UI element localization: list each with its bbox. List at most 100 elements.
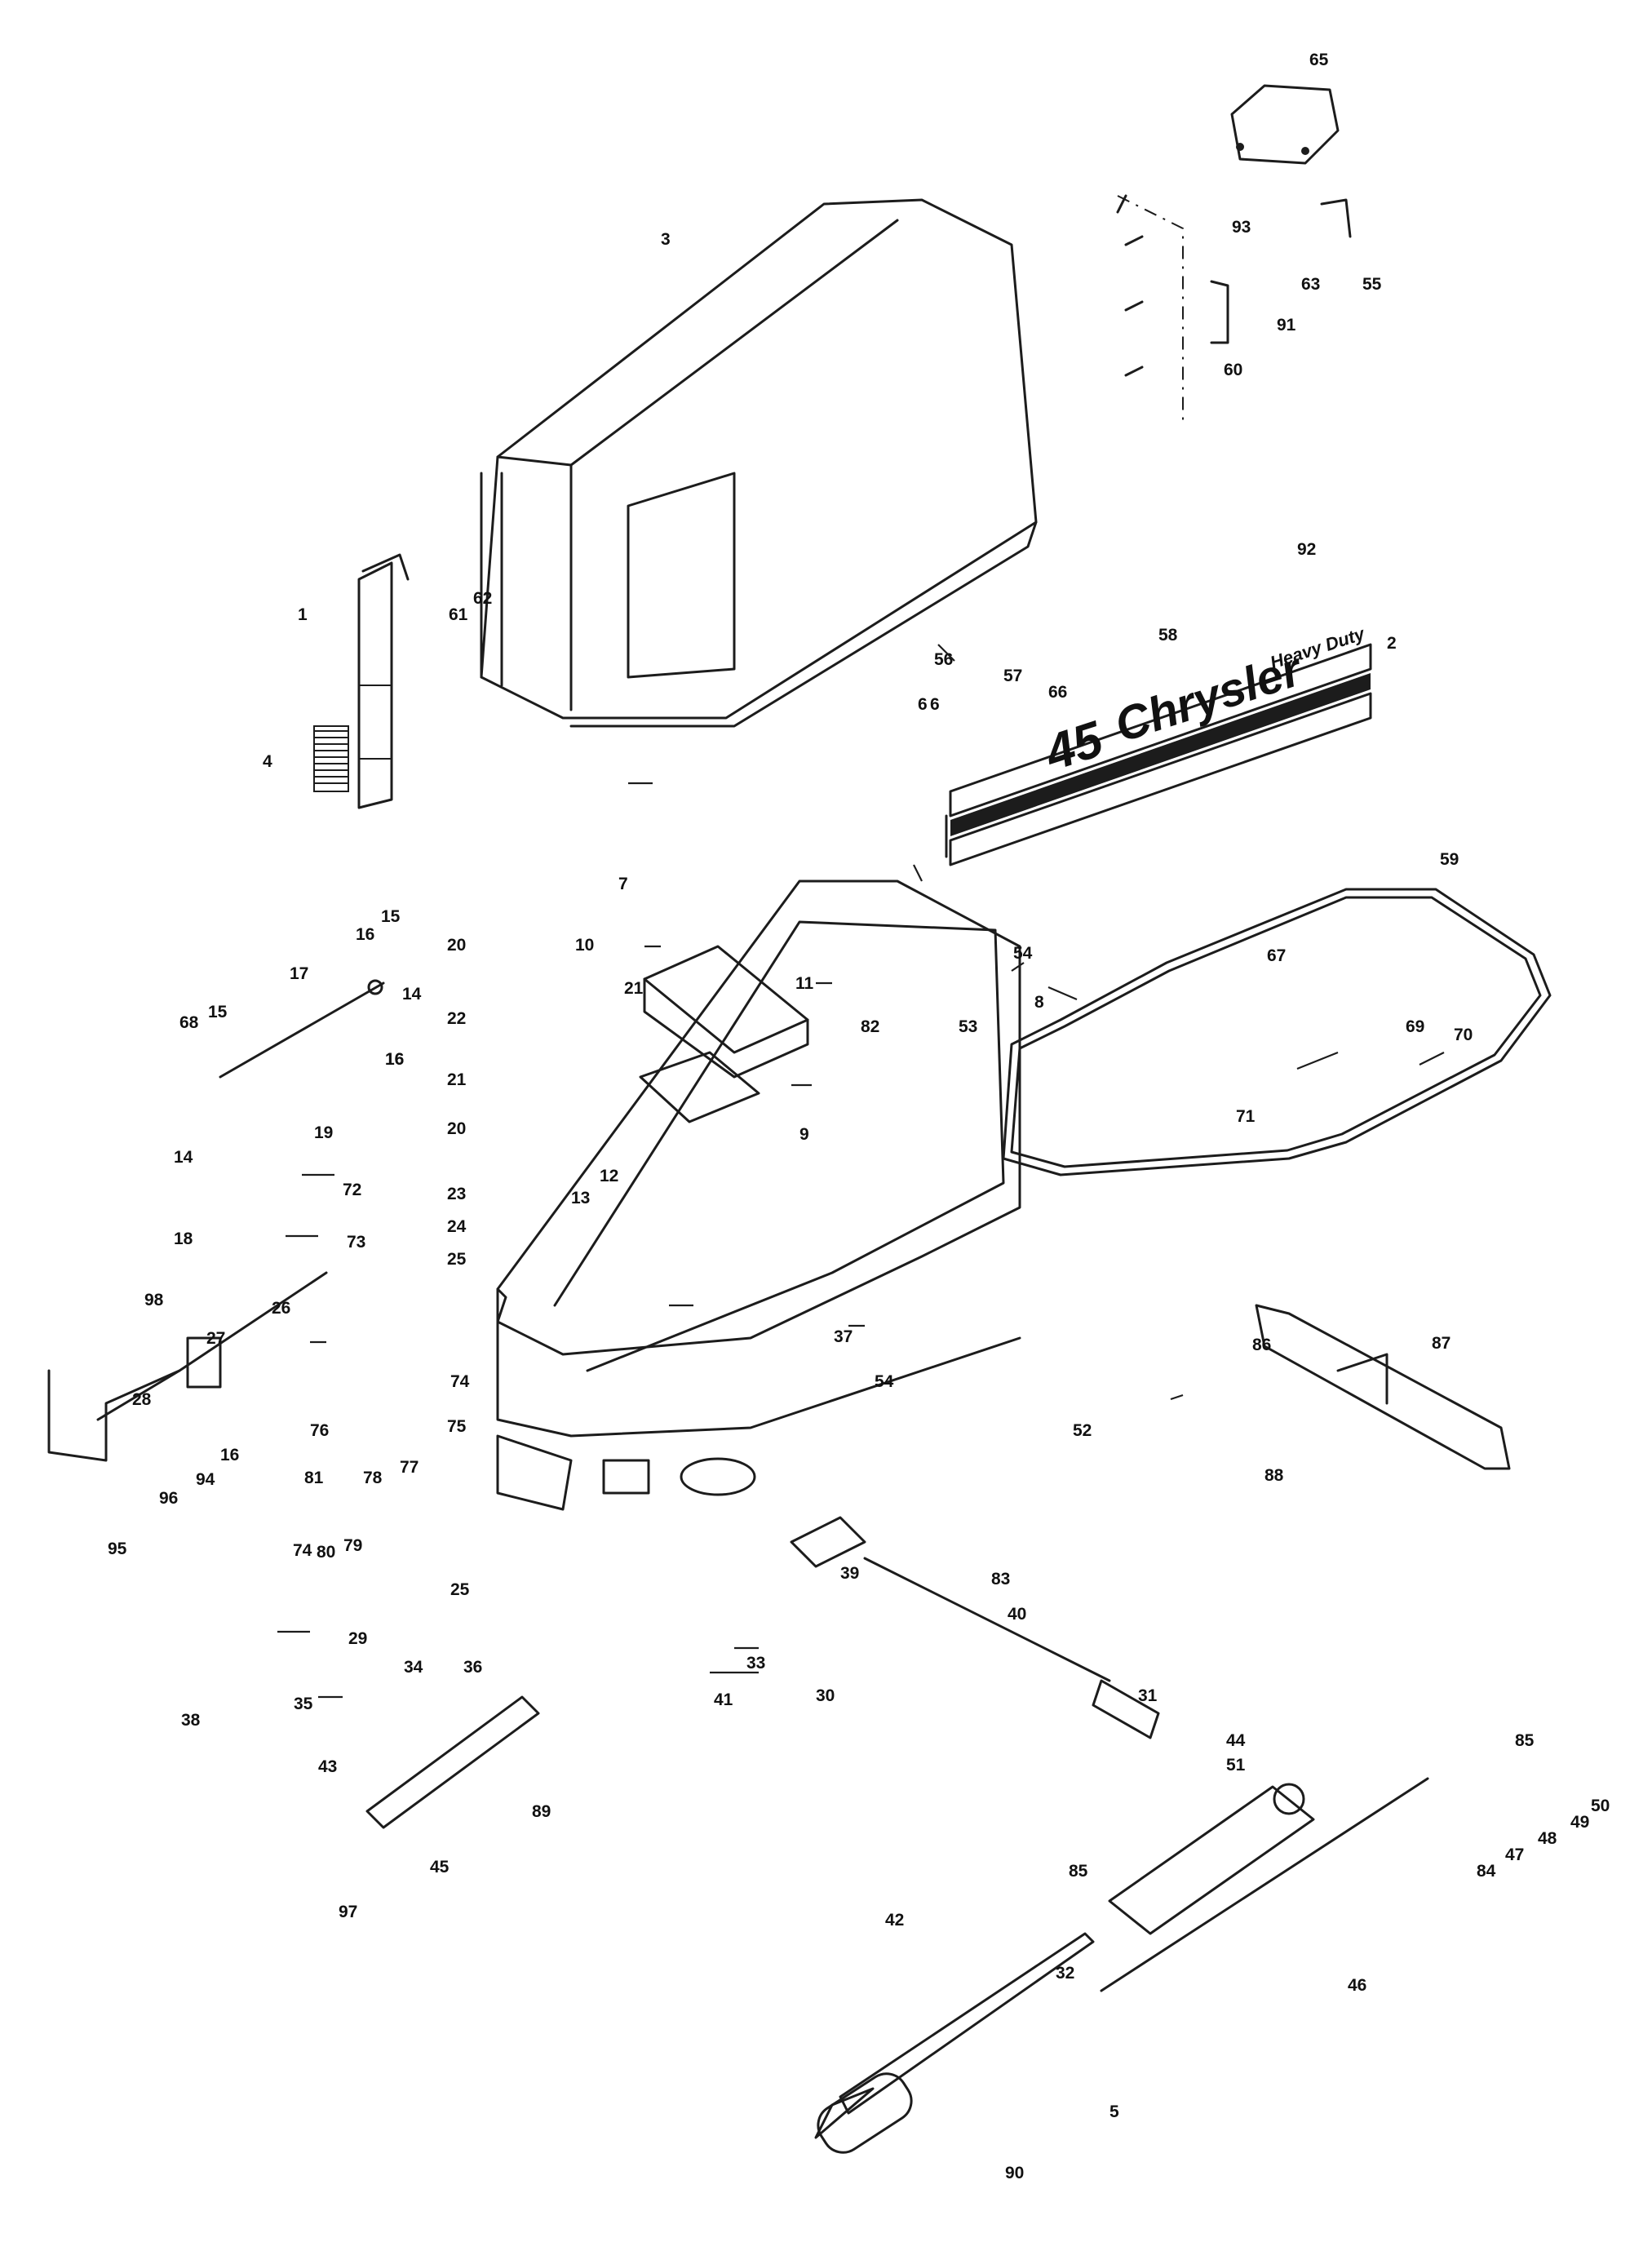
callout-6: 6 <box>918 695 928 714</box>
callout-26: 26 <box>272 1299 290 1318</box>
callout-36: 36 <box>463 1658 482 1677</box>
callout-27: 27 <box>206 1329 225 1348</box>
callout-11: 11 <box>795 974 814 993</box>
callout-65: 65 <box>1309 51 1329 69</box>
callout-54: 54 <box>875 1372 894 1391</box>
callout-37: 37 <box>834 1327 853 1346</box>
callout-75: 75 <box>447 1417 467 1436</box>
callout-45: 45 <box>430 1858 450 1876</box>
callout-10: 10 <box>575 936 594 955</box>
cover-box <box>639 945 809 1123</box>
callout-85: 85 <box>1069 1862 1088 1881</box>
callout-16: 16 <box>356 925 374 944</box>
callout-84: 84 <box>1477 1862 1496 1881</box>
callout-4: 4 <box>263 752 272 771</box>
callout-61: 61 <box>449 605 468 624</box>
callout-68: 68 <box>179 1013 199 1032</box>
callout-13: 13 <box>571 1189 590 1207</box>
cover-strip <box>1116 194 1229 424</box>
callout-34: 34 <box>404 1658 423 1677</box>
callout-72: 72 <box>343 1181 361 1199</box>
linkage-rods <box>47 979 385 1462</box>
callout-14: 14 <box>402 985 422 1004</box>
callout-96: 96 <box>159 1489 178 1508</box>
callout-56: 56 <box>934 650 953 669</box>
pan-seal <box>1002 888 1552 1176</box>
callout-44: 44 <box>1226 1731 1246 1750</box>
callout-16: 16 <box>385 1050 404 1069</box>
leader-lines <box>277 644 1445 1699</box>
callout-35: 35 <box>294 1695 313 1713</box>
callout-88: 88 <box>1264 1466 1284 1485</box>
callout-21: 21 <box>624 979 644 998</box>
callout-73: 73 <box>347 1233 365 1252</box>
callout-21: 21 <box>447 1070 467 1089</box>
callout-69: 69 <box>1406 1017 1424 1036</box>
callout-1: 1 <box>298 605 308 624</box>
callout-32: 32 <box>1056 1964 1074 1983</box>
callout-31: 31 <box>1138 1686 1158 1705</box>
callout-38: 38 <box>181 1711 201 1730</box>
callout-98: 98 <box>144 1291 164 1309</box>
decal: 45 Chrysler Heavy Duty <box>945 623 1372 866</box>
callout-19: 19 <box>314 1123 333 1142</box>
callout-3: 3 <box>661 230 671 249</box>
callout-92: 92 <box>1297 540 1316 559</box>
callout-58: 58 <box>1158 626 1178 645</box>
callout-74: 74 <box>450 1372 470 1391</box>
callout-97: 97 <box>339 1903 357 1921</box>
callout-76: 76 <box>310 1421 329 1440</box>
callout-70: 70 <box>1454 1026 1473 1044</box>
rod <box>790 1516 1160 1739</box>
callout-74: 74 <box>293 1541 312 1560</box>
callout-82: 82 <box>861 1017 879 1036</box>
callout-24: 24 <box>447 1217 467 1236</box>
callout-12: 12 <box>600 1167 618 1185</box>
callout-66: 66 <box>1048 683 1067 702</box>
callout-59: 59 <box>1440 850 1459 869</box>
front-panel <box>357 553 410 809</box>
callout-40: 40 <box>1008 1605 1026 1624</box>
callout-30: 30 <box>816 1686 835 1705</box>
callout-63: 63 <box>1301 275 1320 294</box>
callout-2: 2 <box>1387 634 1397 653</box>
decal-subtitle: Heavy Duty <box>1268 623 1368 672</box>
callout-29: 29 <box>348 1629 367 1648</box>
callout-79: 79 <box>343 1536 362 1555</box>
callout-23: 23 <box>447 1185 466 1203</box>
callout-22: 22 <box>447 1009 466 1028</box>
callout-9: 9 <box>799 1125 809 1144</box>
callout-47: 47 <box>1505 1845 1524 1864</box>
callout-41: 41 <box>714 1690 733 1709</box>
callout-8: 8 <box>1034 993 1044 1012</box>
grille <box>313 725 349 792</box>
callout-43: 43 <box>318 1757 337 1776</box>
callout-15: 15 <box>381 907 401 926</box>
callout-46: 46 <box>1348 1976 1366 1995</box>
callout-81: 81 <box>304 1469 324 1487</box>
callout-7: 7 <box>618 875 628 893</box>
callout-20: 20 <box>447 936 466 955</box>
callout-39: 39 <box>840 1564 859 1583</box>
callout-25: 25 <box>450 1580 470 1599</box>
callout-62: 62 <box>473 589 492 608</box>
callout-95: 95 <box>108 1540 127 1558</box>
callout-48: 48 <box>1538 1829 1557 1848</box>
tube <box>365 1695 540 1829</box>
callout-57: 57 <box>1003 667 1022 685</box>
callout-87: 87 <box>1432 1334 1450 1353</box>
callout-60: 60 <box>1224 361 1242 379</box>
bracket-rail <box>1255 1304 1511 1470</box>
callout-67: 67 <box>1267 946 1286 965</box>
callout-90: 90 <box>1005 2164 1024 2182</box>
callout-6: 6 <box>930 695 940 714</box>
callout-49: 49 <box>1570 1813 1589 1832</box>
callout-14: 14 <box>174 1148 193 1167</box>
callout-20: 20 <box>447 1119 466 1138</box>
callout-16: 16 <box>385 1050 404 1069</box>
callout-71: 71 <box>1236 1107 1256 1126</box>
lower-motor-pan <box>496 880 1021 1511</box>
callout-54: 54 <box>1013 944 1033 963</box>
